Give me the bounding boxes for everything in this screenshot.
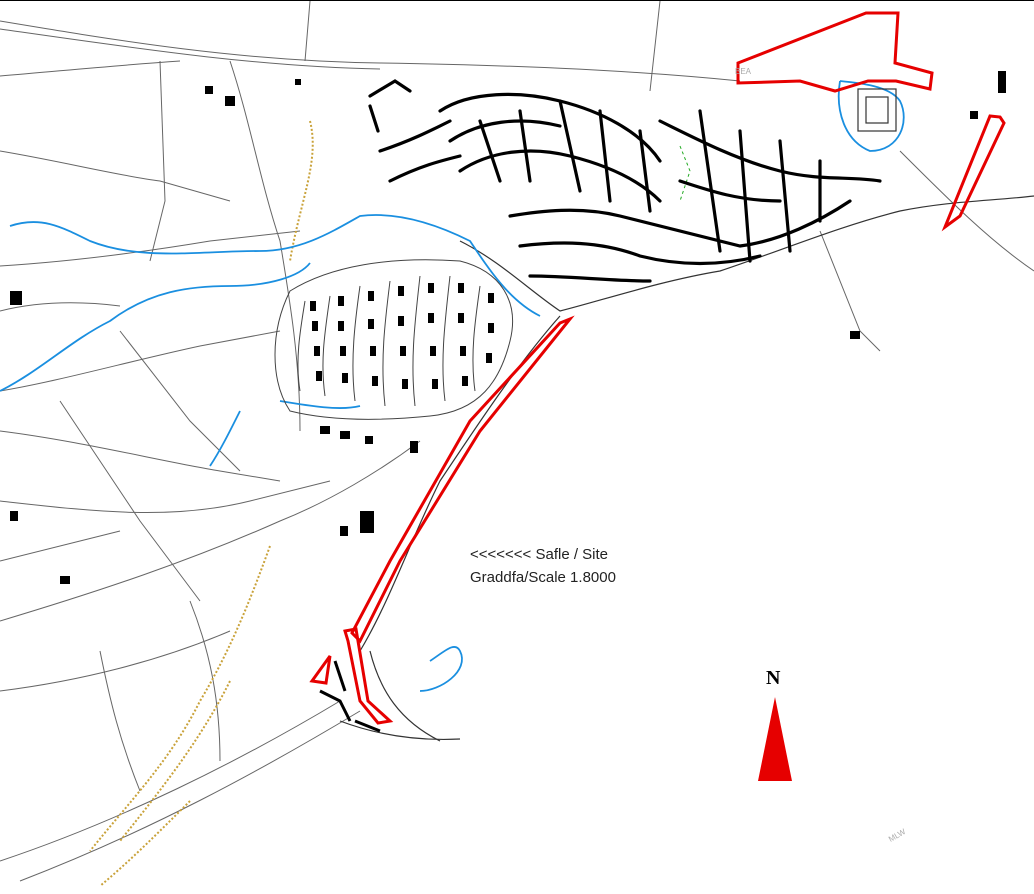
point-buildings — [319, 660, 381, 733]
castle — [857, 88, 897, 132]
residential-estate — [274, 259, 514, 420]
town-buildings — [368, 79, 882, 283]
site-label: <<<<<<< Safle / Site — [470, 546, 609, 563]
site-boundaries — [309, 11, 1006, 725]
green-footpath — [679, 145, 691, 202]
watercourses — [0, 80, 905, 692]
rock-contours — [89, 120, 314, 887]
north-arrow-icon — [758, 697, 792, 781]
faint-beach-label: BEA — [735, 67, 752, 76]
scale-label: Graddfa/Scale 1.8000 — [470, 569, 616, 586]
north-letter: N — [766, 667, 781, 689]
estate-houses — [10, 71, 1006, 584]
